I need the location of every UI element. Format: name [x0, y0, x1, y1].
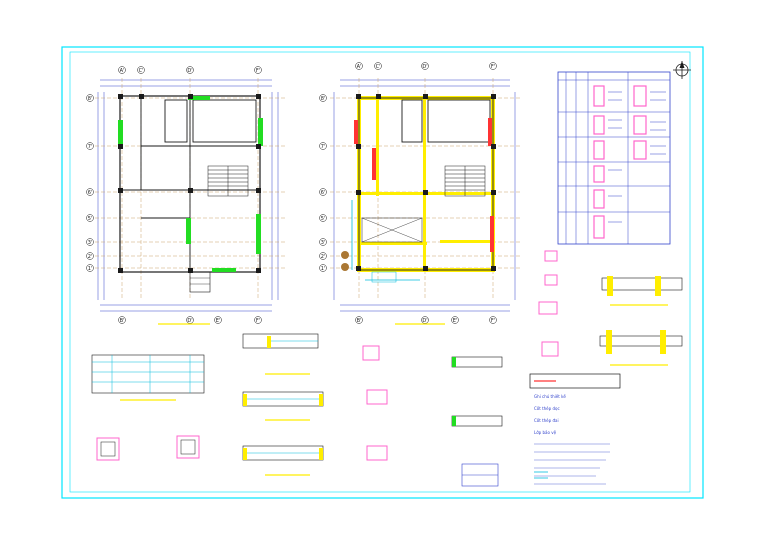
axis-label: 7' — [88, 144, 93, 150]
axis-label: F' — [491, 318, 495, 324]
sheet-frame-inner — [69, 51, 691, 493]
general-notes: Ghi chú thiết kế Cốt thép dọc Cốt thép đ… — [529, 373, 621, 485]
axis-label: B' — [120, 318, 125, 324]
axis-label: E' — [453, 318, 458, 324]
axis-label: 3' — [88, 240, 93, 246]
section-marker — [341, 251, 349, 259]
axis-label: F' — [256, 68, 260, 74]
axis-label: D' — [187, 318, 192, 324]
section-details — [96, 250, 559, 461]
note-item: Cốt thép dọc — [534, 406, 560, 411]
axis-label: D' — [422, 64, 427, 70]
axis-label: 2' — [88, 254, 93, 260]
beam-elevation-details — [91, 276, 683, 476]
axis-label: B' — [357, 318, 362, 324]
staircase-left — [207, 165, 249, 197]
axis-label: 5' — [321, 216, 326, 222]
column-schedule-table — [557, 71, 671, 245]
axis-label: F' — [256, 318, 260, 324]
axis-label: D' — [187, 68, 192, 74]
axis-label: A' — [120, 68, 125, 74]
axis-label: C' — [139, 68, 144, 74]
note-item: Ghi chú thiết kế — [534, 394, 566, 399]
legend-box — [461, 463, 499, 487]
axis-label: 6' — [321, 190, 326, 196]
sheet-frame-outer — [61, 46, 704, 499]
plan-left-axis-labels: A' C' D' F' 8' 7' 6' 5' 3' 2' 1' B' D' E… — [86, 66, 262, 324]
axis-label: 3' — [321, 240, 326, 246]
axis-label: 8' — [321, 96, 326, 102]
axis-label: A' — [357, 64, 362, 70]
axis-label: 2' — [321, 254, 326, 260]
section-marker — [341, 263, 349, 271]
north-arrow-icon — [673, 61, 691, 79]
axis-label: 5' — [88, 216, 93, 222]
axis-label: 1' — [88, 266, 93, 272]
axis-label: 8' — [88, 96, 93, 102]
axis-label: 7' — [321, 144, 326, 150]
axis-label: C' — [376, 64, 381, 70]
axis-label: E' — [216, 318, 221, 324]
axis-label: D' — [422, 318, 427, 324]
axis-label: 6' — [88, 190, 93, 196]
notes-title-box — [529, 373, 621, 389]
floor-plan-left — [95, 78, 285, 312]
staircase-right — [444, 165, 486, 197]
note-item: Cốt thép đai — [534, 418, 559, 423]
floor-plan-right — [330, 78, 520, 312]
axis-label: 1' — [321, 266, 326, 272]
note-item: Lớp bảo vệ — [534, 430, 557, 435]
axis-label: F' — [491, 64, 495, 70]
